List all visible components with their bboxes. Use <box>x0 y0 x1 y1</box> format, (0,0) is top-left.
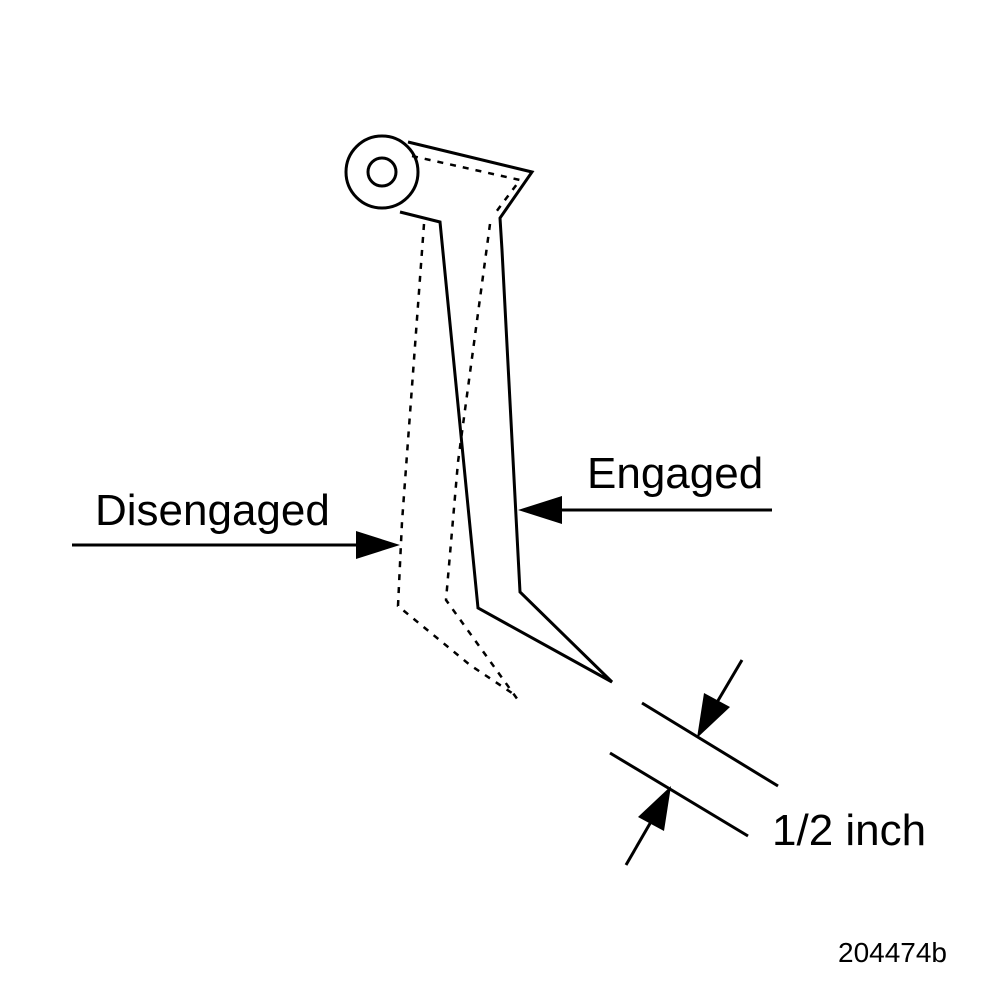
disengaged-arrow <box>72 531 400 559</box>
clearance-arrow-lower <box>624 786 671 866</box>
engaged-arrow-head <box>518 496 562 524</box>
clearance-label: 1/2 inch <box>772 806 926 855</box>
clearance-arrow-upper <box>697 659 744 738</box>
pivot-outer-circle <box>344 134 420 210</box>
clearance-arrow-upper-head <box>697 693 730 738</box>
pedal-engaged-outline <box>399 140 614 684</box>
engaged-label: Engaged <box>587 449 763 498</box>
disengaged-label: Disengaged <box>95 486 330 535</box>
clearance-arrow-lower-head <box>638 786 671 831</box>
clearance-line-upper <box>641 701 779 788</box>
pedal-disengaged-outline-right <box>444 223 520 701</box>
reference-code: 204474b <box>838 937 947 968</box>
clearance-line-lower <box>609 751 749 838</box>
clearance-arrow-upper-shaft <box>714 659 744 705</box>
clearance-arrow-lower-shaft <box>624 819 654 866</box>
pivot-inner-circle <box>366 156 398 188</box>
disengaged-arrow-head <box>356 531 400 559</box>
pivot-hub <box>344 134 420 210</box>
engaged-arrow <box>518 496 772 524</box>
pedal-disengaged-outline-left <box>396 223 516 697</box>
